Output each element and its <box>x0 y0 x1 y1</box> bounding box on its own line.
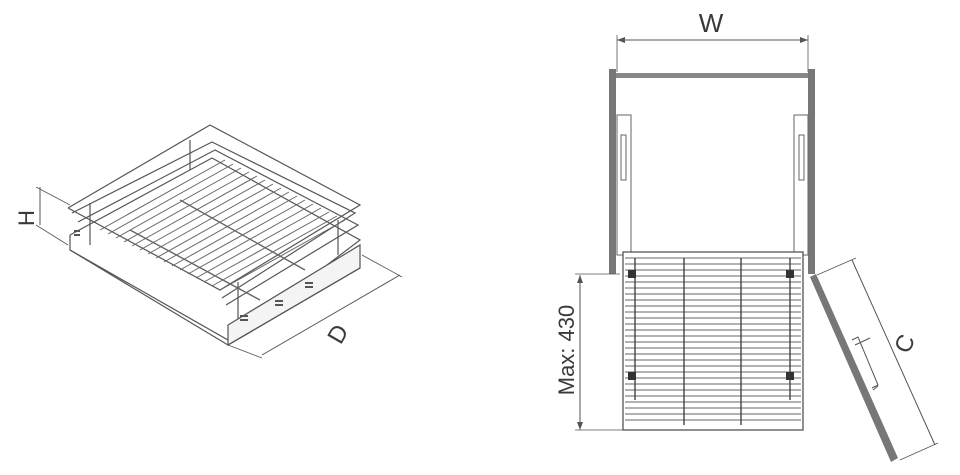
depth-label: D <box>322 320 354 349</box>
width-label: W <box>699 8 724 38</box>
max-extension-label: Max: 430 <box>554 305 579 396</box>
top-view-cabinet <box>575 35 939 462</box>
isometric-basket <box>35 124 403 359</box>
height-label: H <box>14 210 39 226</box>
